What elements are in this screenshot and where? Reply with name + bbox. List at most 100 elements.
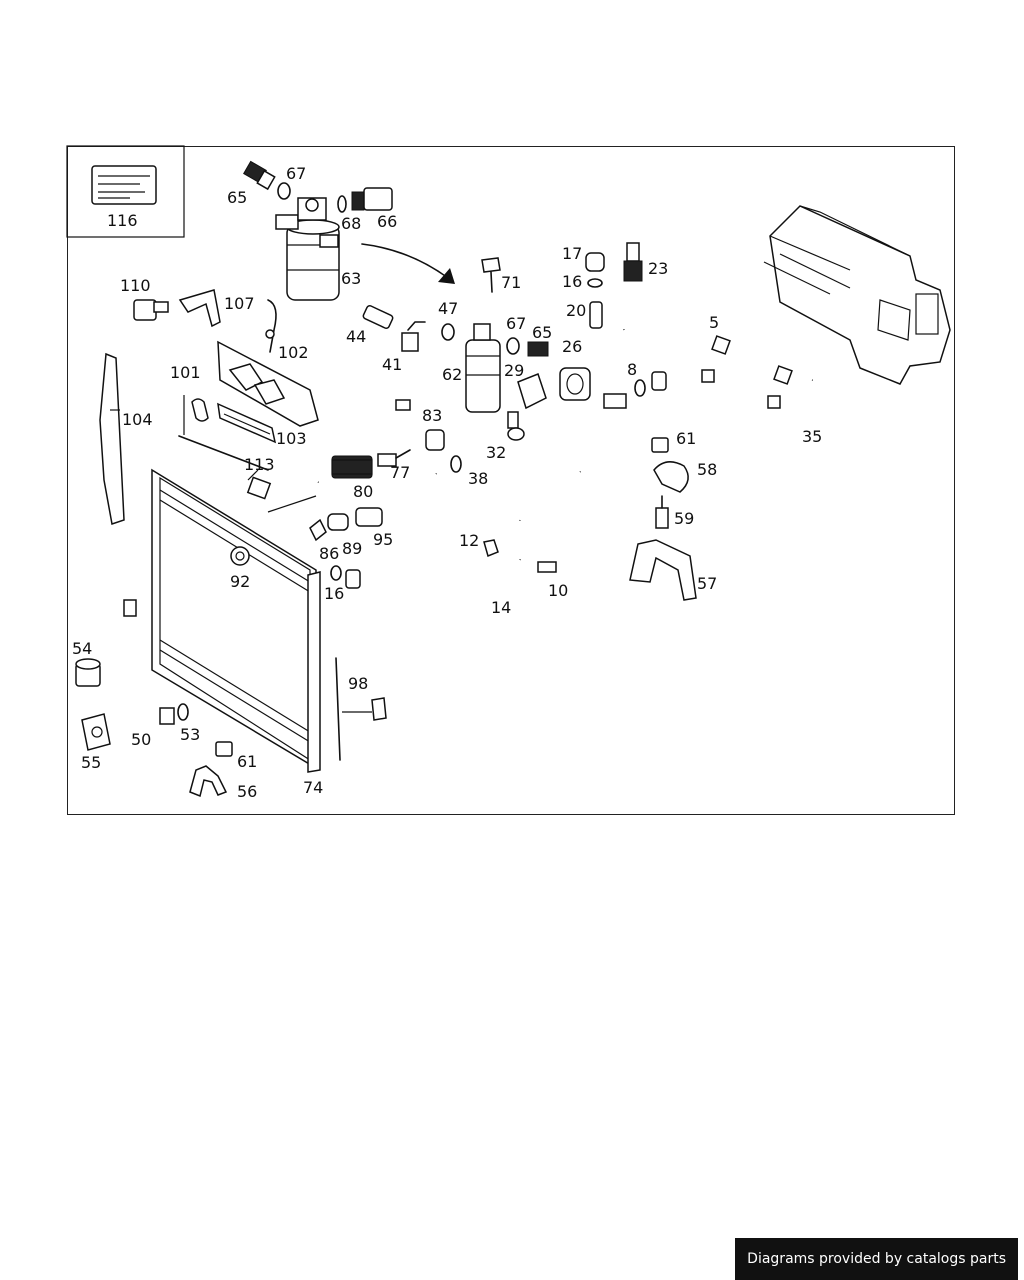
mount-55[interactable]	[81, 713, 111, 751]
label-61a: 61	[676, 429, 696, 448]
footer-credit-badge[interactable]: Diagrams provided by catalogs parts	[735, 1238, 1018, 1280]
evaporator-housing[interactable]	[763, 205, 951, 385]
stud-59[interactable]	[655, 495, 669, 529]
grommet-89[interactable]	[327, 513, 349, 531]
inset-box[interactable]: 116	[66, 145, 185, 238]
nut-61-upper[interactable]	[651, 437, 669, 453]
switch-65b[interactable]	[527, 341, 549, 357]
line-5[interactable]	[651, 335, 793, 391]
cap-83[interactable]	[425, 429, 445, 451]
bolt-110[interactable]	[133, 299, 169, 321]
seal-ring-8	[634, 379, 646, 397]
label-38: 38	[468, 469, 488, 488]
nut-92[interactable]	[230, 546, 250, 566]
seal-103[interactable]	[217, 402, 277, 444]
cap-17[interactable]	[585, 252, 605, 272]
label-89: 89	[342, 539, 362, 558]
clamp-58[interactable]	[653, 461, 689, 493]
cover-102[interactable]	[217, 340, 319, 427]
label-50: 50	[131, 730, 151, 749]
label-102: 102	[278, 343, 309, 362]
label-35: 35	[802, 427, 822, 446]
label-29: 29	[504, 361, 524, 380]
direction-arrow	[361, 243, 449, 279]
clip-86[interactable]	[309, 518, 327, 542]
line-41[interactable]	[395, 321, 426, 411]
label-53: 53	[180, 725, 200, 744]
clip-113[interactable]	[246, 476, 272, 500]
label-68: 68	[341, 214, 361, 233]
bushing-26[interactable]	[559, 367, 591, 401]
label-10: 10	[548, 581, 568, 600]
bracket-57[interactable]	[629, 539, 697, 601]
line-14[interactable]	[345, 569, 361, 589]
label-83: 83	[422, 406, 442, 425]
label-26: 26	[562, 337, 582, 356]
label-61b: 61	[237, 752, 257, 771]
seal-ring-38	[450, 455, 462, 473]
label-17: 17	[562, 244, 582, 263]
label-44: 44	[346, 327, 366, 346]
label-32: 32	[486, 443, 506, 462]
label-58: 58	[697, 460, 717, 479]
label-71: 71	[501, 273, 521, 292]
bracket-56[interactable]	[189, 765, 228, 798]
inset-label: 116	[107, 211, 138, 230]
valve-80[interactable]	[331, 455, 373, 479]
label-80: 80	[353, 482, 373, 501]
label-14: 14	[491, 598, 511, 617]
bolt-32[interactable]	[507, 411, 525, 441]
clip-98[interactable]	[371, 697, 387, 721]
label-12: 12	[459, 531, 479, 550]
label-104: 104	[122, 410, 153, 429]
label-110: 110	[120, 276, 151, 295]
receiver-drier-62[interactable]	[465, 323, 501, 413]
label-98: 98	[348, 674, 368, 693]
label-20: 20	[566, 301, 586, 320]
label-47: 47	[438, 299, 458, 318]
label-67b: 67	[506, 314, 526, 333]
receiver-drier-63[interactable]	[275, 197, 340, 301]
label-41: 41	[382, 355, 402, 374]
fitting-8[interactable]	[603, 393, 627, 409]
bushing-54[interactable]	[75, 658, 101, 687]
pressure-switch-65[interactable]	[243, 160, 276, 191]
condenser-74[interactable]	[151, 468, 321, 773]
valve-44[interactable]	[362, 304, 394, 330]
bracket-107[interactable]	[178, 289, 221, 328]
bolt-71[interactable]	[481, 257, 501, 293]
valve-77[interactable]	[377, 453, 397, 467]
seal-ring-53	[177, 703, 189, 721]
clamp-29[interactable]	[517, 373, 547, 410]
label-56: 56	[237, 782, 257, 801]
line-35[interactable]	[701, 369, 781, 409]
label-101: 101	[170, 363, 201, 382]
label-77: 77	[390, 463, 410, 482]
pressure-switch-66[interactable]	[351, 187, 393, 211]
switch-23[interactable]	[623, 242, 643, 282]
valve-10[interactable]	[537, 561, 557, 573]
label-65b: 65	[532, 323, 552, 342]
clip-101[interactable]	[191, 398, 209, 422]
label-16a: 16	[562, 272, 582, 291]
bracket-104[interactable]	[99, 352, 125, 525]
valve-20[interactable]	[589, 301, 603, 329]
label-103: 103	[276, 429, 307, 448]
label-63: 63	[341, 269, 361, 288]
label-65a: 65	[227, 188, 247, 207]
nut-12[interactable]	[483, 539, 499, 558]
line-50[interactable]	[123, 599, 175, 725]
label-113: 113	[244, 455, 275, 474]
nut-61-lower[interactable]	[215, 741, 233, 757]
arrow-head	[438, 268, 455, 284]
nut-95[interactable]	[355, 507, 383, 527]
label-67a: 67	[286, 164, 306, 183]
diagram-frame	[67, 146, 955, 815]
label-59: 59	[674, 509, 694, 528]
seal-ring-16-top	[587, 278, 603, 288]
seal-ring-47	[441, 323, 455, 341]
label-57: 57	[697, 574, 717, 593]
label-95: 95	[373, 530, 393, 549]
seal-ring-16b	[330, 565, 342, 581]
